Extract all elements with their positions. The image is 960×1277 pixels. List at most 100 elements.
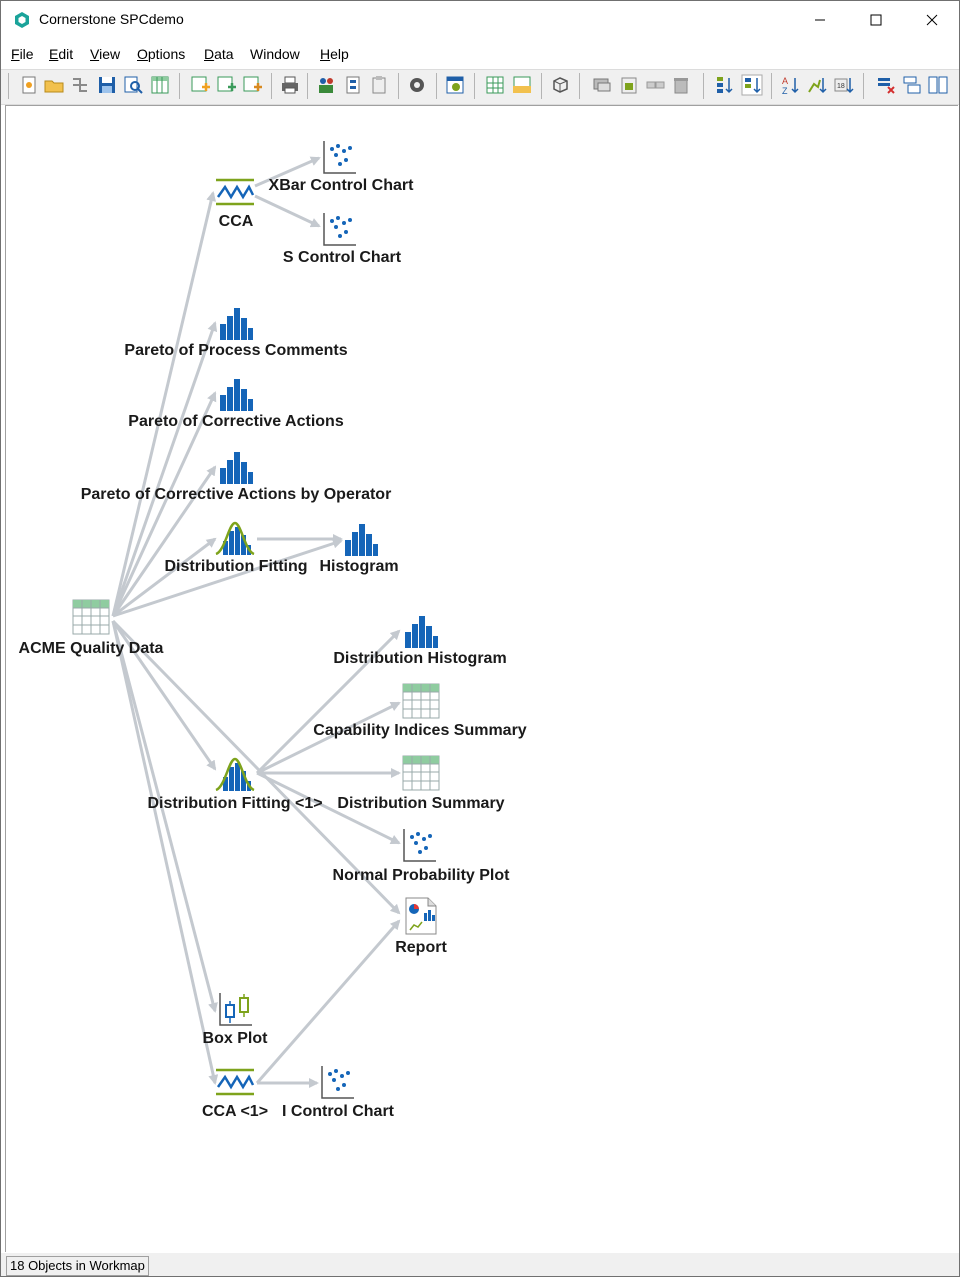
data-table-icon[interactable]: [72, 599, 110, 635]
cube-icon[interactable]: [549, 74, 571, 96]
maximize-button[interactable]: [853, 1, 899, 39]
scatter-plot-icon[interactable]: [322, 139, 358, 175]
open-table-icon[interactable]: [511, 74, 533, 96]
toolbar-separator: [179, 73, 180, 99]
tile-vertical-icon[interactable]: [927, 74, 949, 96]
close-button[interactable]: [909, 1, 955, 39]
arrow-acme-distfit: [112, 537, 217, 618]
histogram-icon[interactable]: [403, 614, 439, 648]
node-cca[interactable]: CCA: [218, 213, 254, 230]
merge-icon[interactable]: [69, 74, 91, 96]
node-histogram[interactable]: Histogram: [319, 558, 399, 575]
title-bar: Cornerstone SPCdemo: [1, 1, 959, 39]
node-pareto-corrective-actions-by-operator[interactable]: Pareto of Corrective Actions by Operator: [80, 486, 392, 503]
arrow-acme-pareto3: [111, 465, 217, 617]
control-chart-analysis-icon[interactable]: [215, 177, 255, 207]
scatter-plot-icon[interactable]: [322, 211, 358, 247]
toolbar-separator: [271, 73, 272, 99]
menu-options[interactable]: Options: [137, 46, 186, 62]
node-distribution-fitting-1[interactable]: Distribution Fitting <1>: [147, 795, 323, 812]
scatter-plot-icon[interactable]: [320, 1064, 356, 1100]
bar-chart-icon[interactable]: [218, 377, 254, 411]
node-box-plot[interactable]: Box Plot: [202, 1030, 268, 1047]
node-distribution-fitting[interactable]: Distribution Fitting: [164, 558, 308, 575]
node-s-control-chart[interactable]: S Control Chart: [282, 249, 402, 266]
arrow-distfit1-disthist: [255, 629, 401, 775]
menu-window[interactable]: Window: [250, 46, 300, 62]
sort-down-icon[interactable]: [713, 74, 735, 96]
clipboard-icon[interactable]: [368, 74, 390, 96]
sort-chart-icon[interactable]: [806, 74, 828, 96]
new-icon[interactable]: [18, 74, 40, 96]
sort-up-icon[interactable]: [741, 74, 763, 96]
grid-icon[interactable]: [484, 74, 506, 96]
scatter-plot-icon[interactable]: [402, 827, 438, 863]
window-cascade-icon[interactable]: [591, 74, 613, 96]
people-icon[interactable]: [315, 74, 337, 96]
toolbar-separator: [474, 73, 475, 99]
close-icon: [926, 14, 938, 26]
node-cca-1[interactable]: CCA <1>: [201, 1103, 269, 1120]
node-normal-probability-plot[interactable]: Normal Probability Plot: [332, 867, 510, 884]
node-acme-quality-data[interactable]: ACME Quality Data: [18, 640, 164, 657]
delete-object-icon[interactable]: [671, 74, 693, 96]
node-pareto-process-comments[interactable]: Pareto of Process Comments: [124, 342, 348, 359]
status-bar: [1, 1253, 959, 1276]
minimize-button[interactable]: [797, 1, 843, 39]
add-row-icon[interactable]: [189, 74, 211, 96]
arrow-acme-pareto2: [111, 391, 217, 617]
sort-numeric-icon[interactable]: 18: [833, 74, 855, 96]
data-table-icon[interactable]: [149, 74, 171, 96]
menu-help[interactable]: Help: [320, 46, 349, 62]
workmap-arrows: [111, 156, 401, 1088]
node-capability-indices-summary[interactable]: Capability Indices Summary: [313, 722, 527, 739]
save-icon[interactable]: [96, 74, 118, 96]
summary-table-icon[interactable]: [402, 683, 440, 719]
menu-edit[interactable]: Edit: [49, 46, 74, 62]
arrow-distfit1-normprob: [256, 771, 401, 845]
add-column-icon[interactable]: [241, 74, 263, 96]
print-icon[interactable]: [279, 74, 301, 96]
bar-chart-icon[interactable]: [218, 450, 254, 484]
bar-chart-icon[interactable]: [218, 306, 254, 340]
link-icon[interactable]: [644, 74, 666, 96]
properties-icon[interactable]: [342, 74, 364, 96]
node-distribution-summary[interactable]: Distribution Summary: [337, 795, 505, 812]
arrow-acme-pareto1: [111, 321, 218, 617]
arrow-acme-boxplot: [111, 620, 218, 1013]
control-chart-analysis-icon[interactable]: [215, 1067, 255, 1097]
node-xbar-control-chart[interactable]: XBar Control Chart: [268, 177, 414, 194]
menu-data[interactable]: Data: [204, 46, 234, 62]
box-plot-icon[interactable]: [218, 991, 254, 1027]
tile-horizontal-icon[interactable]: [901, 74, 923, 96]
summary-table-icon[interactable]: [402, 755, 440, 791]
gear-icon[interactable]: [406, 74, 428, 96]
node-report[interactable]: Report: [395, 939, 447, 956]
print-preview-icon[interactable]: [122, 74, 144, 96]
sort-az-icon[interactable]: AZ: [779, 74, 801, 96]
node-pareto-corrective-actions[interactable]: Pareto of Corrective Actions: [128, 413, 344, 430]
arrow-distfit1-capsummary: [256, 701, 401, 775]
open-folder-icon[interactable]: [43, 74, 65, 96]
workmap-canvas[interactable]: [5, 105, 958, 1252]
toolbar-separator: [436, 73, 437, 99]
menu-file[interactable]: File: [11, 46, 34, 62]
help-window-icon[interactable]: [444, 74, 466, 96]
insert-row-icon[interactable]: [215, 74, 237, 96]
cornerstone-app-icon: [15, 12, 29, 28]
toolbar-separator: [307, 73, 308, 99]
delete-rows-icon[interactable]: [875, 74, 897, 96]
arrow-acme-cca: [111, 191, 217, 617]
image-paste-icon[interactable]: [618, 74, 640, 96]
report-icon[interactable]: [404, 897, 438, 935]
arrow-cca-schart: [254, 194, 321, 228]
node-i-control-chart[interactable]: I Control Chart: [282, 1103, 394, 1120]
distribution-fit-icon[interactable]: [215, 757, 255, 791]
toolbar-separator: [703, 73, 704, 99]
node-distribution-histogram[interactable]: Distribution Histogram: [333, 650, 507, 667]
histogram-icon[interactable]: [343, 522, 379, 556]
distribution-fit-icon[interactable]: [215, 521, 255, 555]
menu-view[interactable]: View: [90, 46, 121, 62]
window-title: Cornerstone SPCdemo: [39, 11, 184, 27]
svg-text:A: A: [782, 76, 788, 86]
